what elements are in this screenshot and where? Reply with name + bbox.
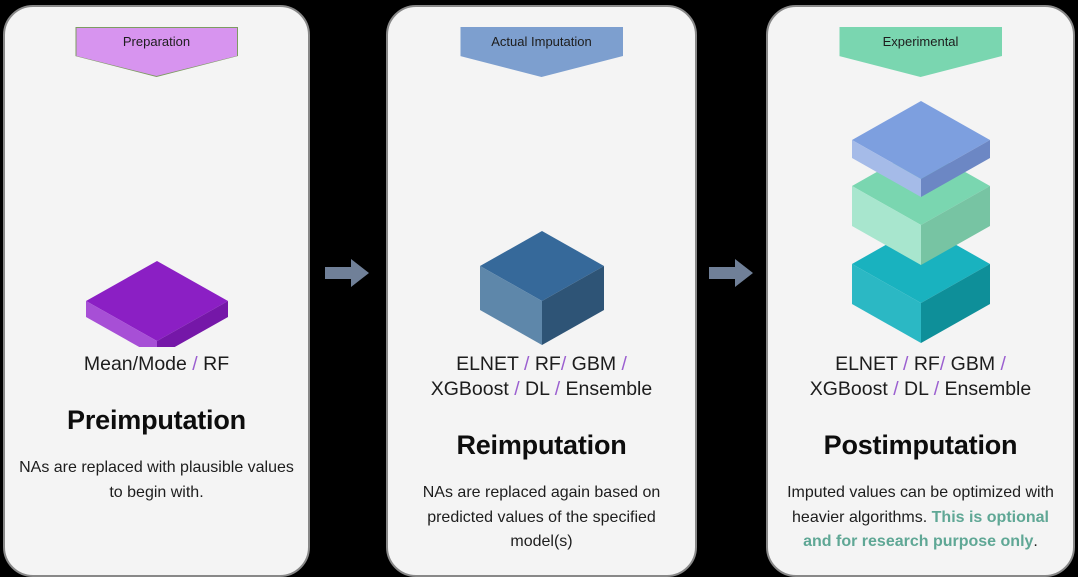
model-name: RF — [529, 353, 561, 375]
model-name: XGBoost — [430, 378, 515, 400]
stage-title-preimputation: Preimputation — [67, 405, 246, 435]
model-separator: / — [933, 378, 940, 400]
right-arrow-icon — [325, 259, 369, 287]
stage-panel-postimputation: Experimental ELNET / RF/ GBM / XGBoost / — [766, 5, 1075, 577]
stage-banner-experimental — [839, 27, 1002, 77]
arrow-stage2-to-stage3 — [709, 258, 753, 288]
model-separator: / — [554, 378, 561, 400]
model-separator: / — [560, 353, 567, 375]
model-separator: / — [939, 353, 946, 375]
stage-panel-preimputation: Preparation Mean/Mode / RF Preimputation… — [3, 5, 310, 577]
stage-banner-actual-imputation — [460, 27, 623, 77]
stage-description-reimputation: NAs are replaced again based on predicte… — [402, 461, 681, 555]
stage-banner-preparation — [76, 28, 237, 76]
model-separator: / — [893, 378, 899, 400]
description-text: . — [1033, 533, 1038, 550]
model-separator: / — [523, 353, 530, 375]
stage-title-postimputation: Postimputation — [823, 430, 1018, 460]
iso-cube-blue — [479, 231, 604, 345]
stage-text-preimputation: Mean/Mode / RF Preimputation NAs are rep… — [19, 352, 294, 505]
model-separator: / — [192, 353, 198, 375]
model-name: DL — [898, 378, 934, 400]
iso-slab-purple — [85, 261, 228, 347]
stage-description-postimputation: Imputed values can be optimized with hea… — [782, 461, 1059, 555]
stage-description-preimputation: NAs are replaced with plausible values t… — [19, 436, 294, 505]
workflow-diagram: Preparation Mean/Mode / RF Preimputation… — [3, 5, 1075, 577]
model-separator: / — [621, 353, 627, 375]
stage-text-postimputation: ELNET / RF/ GBM / XGBoost / DL / Ensembl… — [782, 352, 1059, 555]
stage-text-reimputation: ELNET / RF/ GBM / XGBoost / DL / Ensembl… — [402, 352, 681, 555]
stage-models-preimputation: Mean/Mode / RF — [19, 352, 294, 377]
stage-models-postimputation: ELNET / RF/ GBM / XGBoost / DL / Ensembl… — [782, 352, 1059, 402]
description-text: NAs are replaced again based on predicte… — [422, 484, 661, 550]
iso-stack-cubes — [851, 101, 990, 343]
model-name: XGBoost — [809, 378, 894, 400]
model-name: ELNET — [456, 353, 524, 375]
model-name: Ensemble — [560, 378, 653, 400]
stage-title-reimputation: Reimputation — [456, 430, 627, 460]
stage-models-reimputation: ELNET / RF/ GBM / XGBoost / DL / Ensembl… — [402, 352, 681, 402]
description-text: NAs are replaced with plausible values t… — [19, 459, 294, 501]
artwork-single-flat-purple-slab — [5, 247, 308, 347]
model-name: Mean/Mode — [83, 353, 193, 375]
artwork-single-blue-cube — [388, 217, 695, 347]
description-accent-text: This is optional and for research purpos… — [803, 508, 1049, 551]
right-arrow-icon — [709, 259, 753, 287]
model-name: GBM — [945, 353, 1001, 375]
model-separator: / — [1000, 353, 1006, 375]
model-separator: / — [902, 353, 909, 375]
description-text: Imputed values can be optimized with hea… — [787, 484, 1054, 526]
model-name: GBM — [566, 353, 622, 375]
model-name: Ensemble — [939, 378, 1032, 400]
model-name: RF — [908, 353, 940, 375]
arrow-stage1-to-stage2 — [325, 258, 369, 288]
model-separator: / — [514, 378, 520, 400]
model-name: ELNET — [835, 353, 903, 375]
model-name: RF — [197, 353, 230, 375]
model-name: DL — [519, 378, 555, 400]
stage-panel-reimputation: Actual Imputation ELNET / RF/ GBM / XGBo… — [386, 5, 697, 577]
artwork-stacked-three-cubes — [768, 92, 1073, 347]
